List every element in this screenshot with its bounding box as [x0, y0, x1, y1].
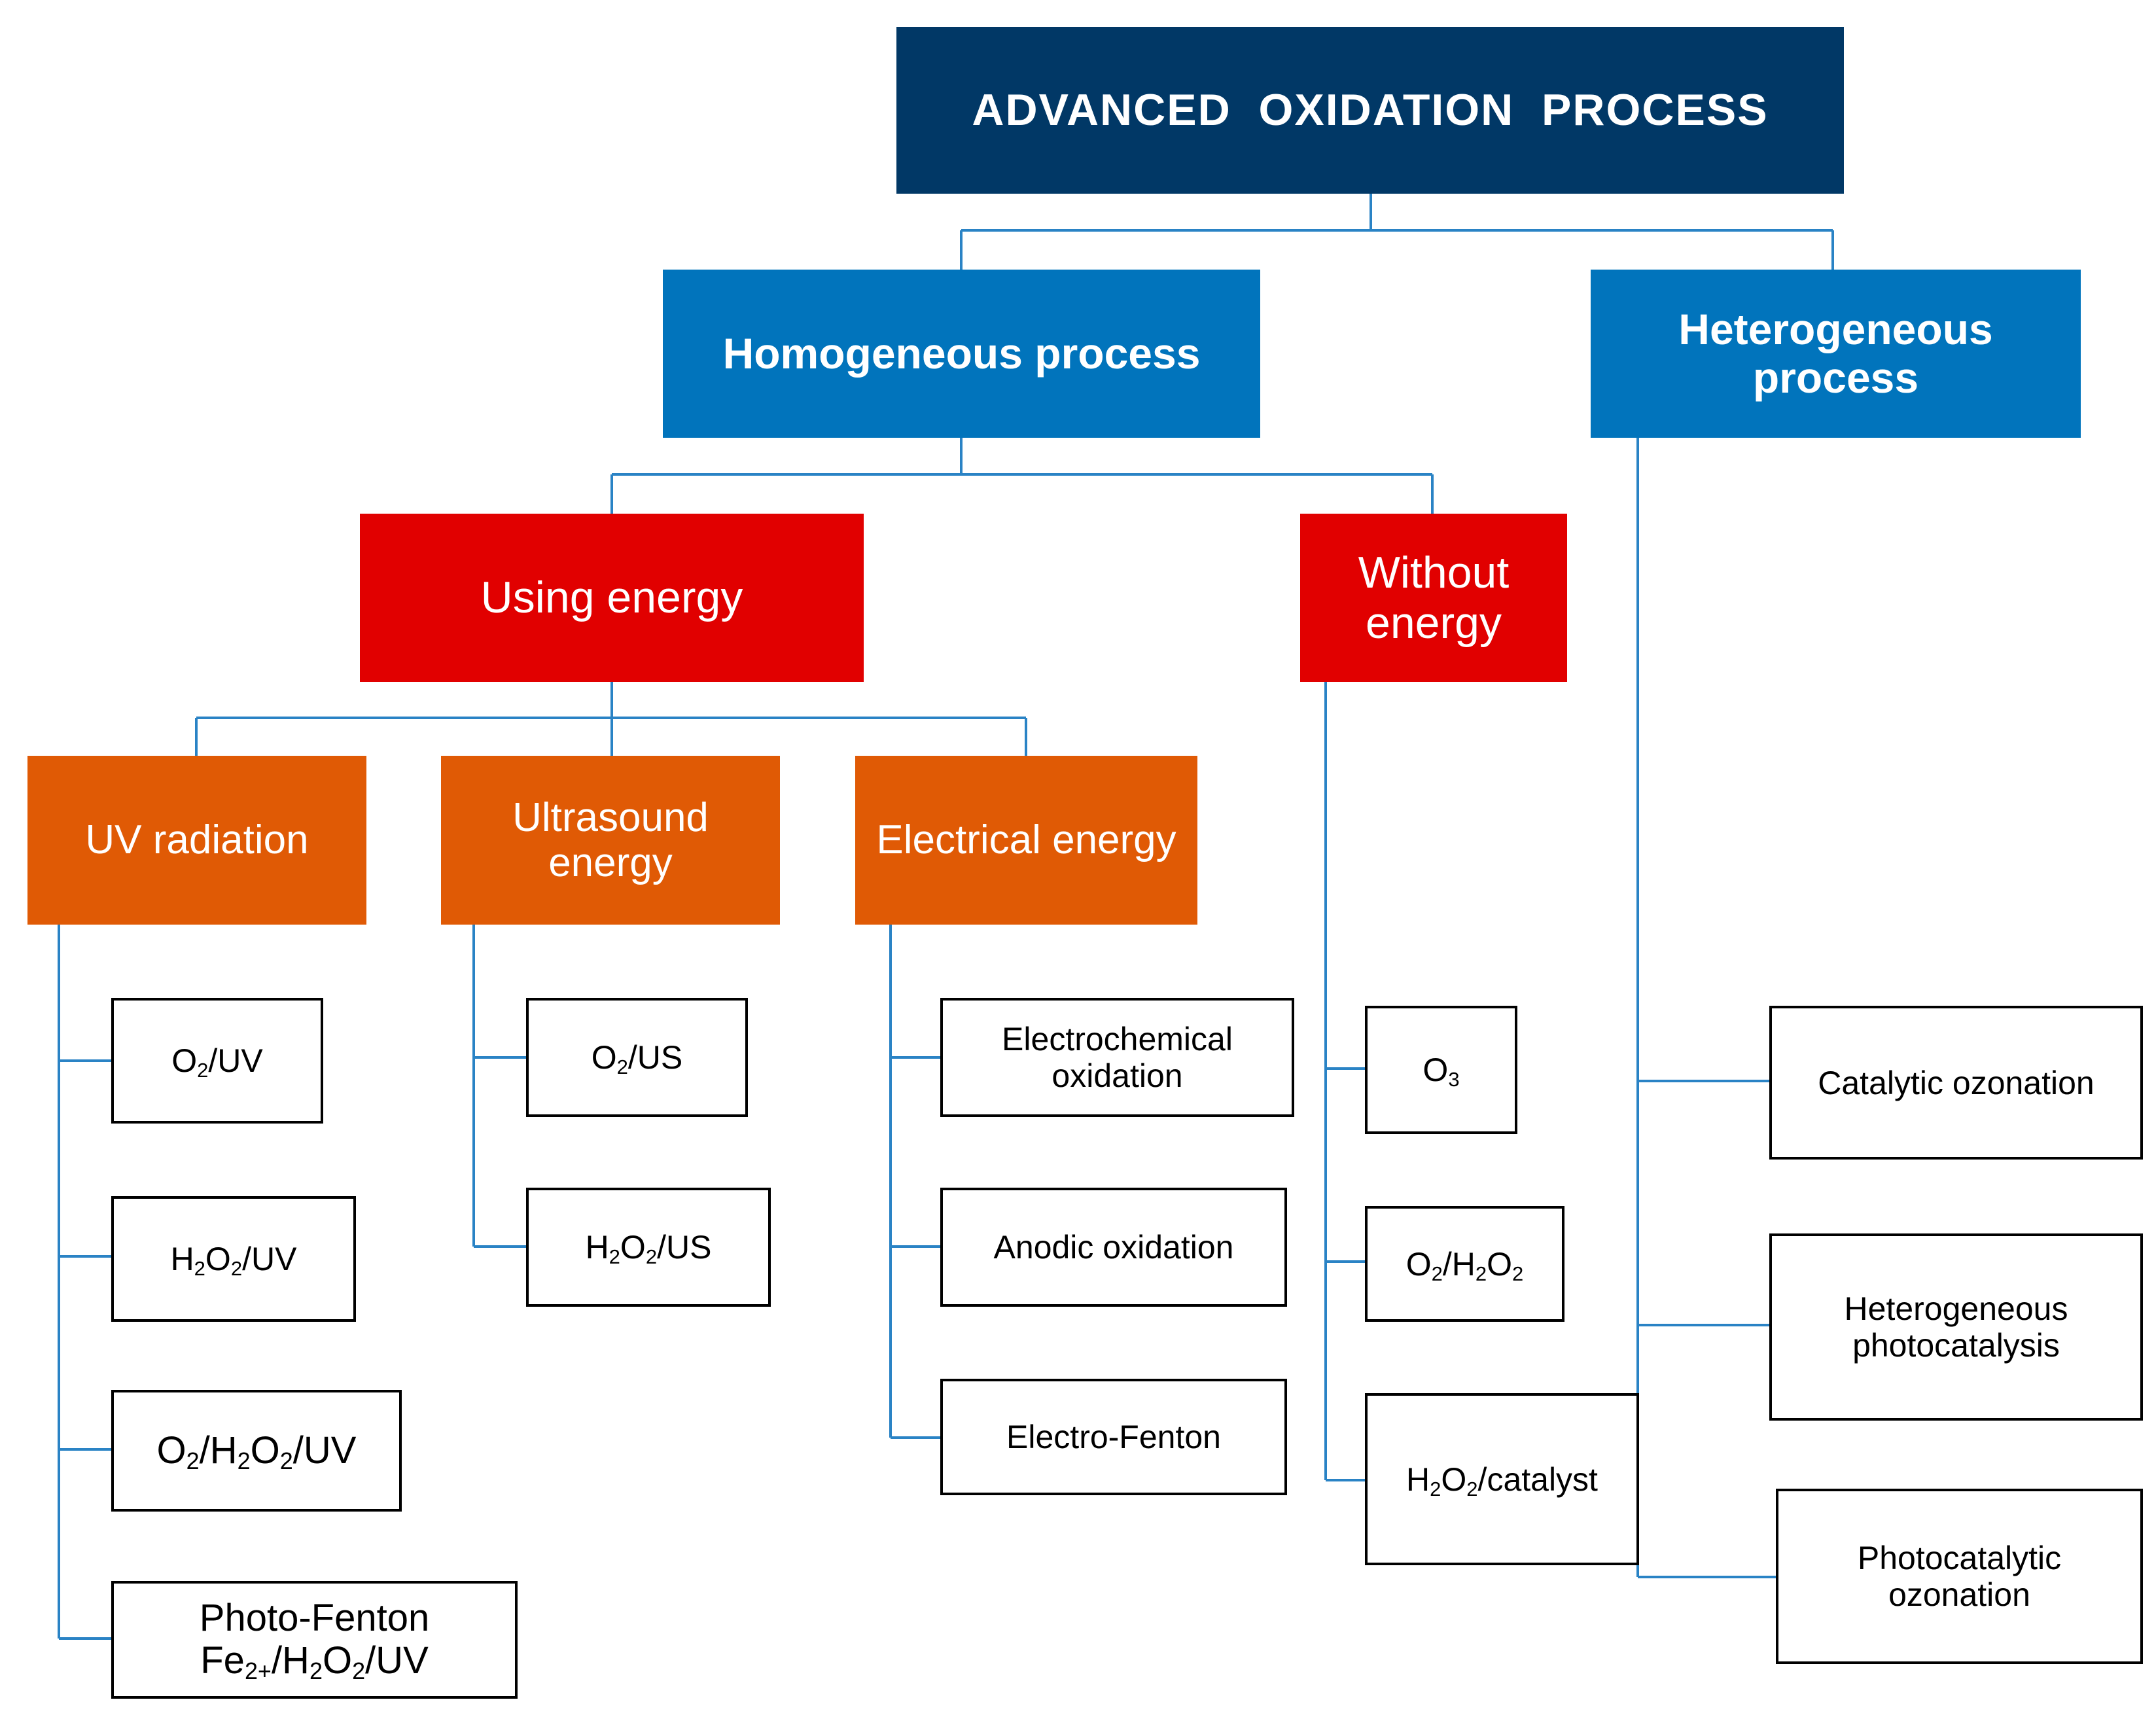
ultrasound-line1: Ultrasound	[512, 794, 709, 840]
o2-us-label: O2/US	[591, 1039, 683, 1078]
o2-uv-box: O2/UV	[111, 998, 323, 1124]
heterogeneous-photocatalysis-line2: photocatalysis	[1852, 1327, 2060, 1364]
h2o2-uv-label: H2O2/UV	[170, 1241, 297, 1280]
h2o2-catalyst-label: H2O2/catalyst	[1406, 1461, 1598, 1500]
electrical-energy-box: Electrical energy	[855, 756, 1197, 925]
anodic-oxidation-label: Anodic oxidation	[993, 1229, 1234, 1266]
o2-h2o2-uv-box: O2/H2O2/UV	[111, 1390, 402, 1512]
electro-fenton-box: Electro-Fenton	[940, 1379, 1287, 1495]
heterogeneous-process-box: Heterogeneous process	[1591, 270, 2081, 438]
without-energy-line1: Without	[1358, 548, 1510, 598]
electrochemical-oxidation-box: Electrochemical oxidation	[940, 998, 1294, 1117]
h2o2-catalyst-box: H2O2/catalyst	[1365, 1393, 1639, 1565]
electrochemical-line1: Electrochemical	[1002, 1021, 1233, 1057]
photocatalytic-ozonation-line1: Photocatalytic	[1857, 1540, 2062, 1576]
heterogeneous-line1: Heterogeneous	[1678, 304, 1993, 353]
homogeneous-process-box: Homogeneous process	[663, 270, 1260, 438]
using-energy-label: Using energy	[480, 573, 743, 623]
photocatalytic-ozonation-box: Photocatalytic ozonation	[1776, 1489, 2143, 1664]
ultrasound-energy-box: Ultrasound energy	[441, 756, 780, 925]
root-label: ADVANCED OXIDATION PROCESS	[972, 85, 1769, 135]
o2-h2o2-label: O2/H2O2	[1405, 1245, 1524, 1285]
heterogeneous-photocatalysis-line1: Heterogeneous	[1844, 1290, 2068, 1327]
o3-box: O3	[1365, 1006, 1517, 1134]
electrochemical-line2: oxidation	[1051, 1057, 1183, 1094]
catalytic-ozonation-box: Catalytic ozonation	[1769, 1006, 2143, 1160]
o2-h2o2-uv-label: O2/H2O2/UV	[156, 1428, 357, 1474]
electro-fenton-label: Electro-Fenton	[1006, 1419, 1221, 1455]
uv-radiation-label: UV radiation	[85, 817, 309, 863]
anodic-oxidation-box: Anodic oxidation	[940, 1188, 1287, 1307]
photo-fenton-line2: Fe2+/H2O2/UV	[200, 1639, 429, 1684]
homogeneous-label: Homogeneous process	[722, 328, 1201, 378]
ultrasound-line2: energy	[548, 840, 673, 885]
without-energy-box: Without energy	[1300, 514, 1567, 682]
o2-us-box: O2/US	[526, 998, 748, 1117]
o3-label: O3	[1423, 1052, 1460, 1091]
uv-radiation-box: UV radiation	[27, 756, 366, 925]
heterogeneous-photocatalysis-box: Heterogeneous photocatalysis	[1769, 1233, 2143, 1421]
h2o2-us-label: H2O2/US	[585, 1229, 712, 1268]
catalytic-ozonation-label: Catalytic ozonation	[1818, 1064, 2094, 1101]
o2-h2o2-box: O2/H2O2	[1365, 1206, 1564, 1322]
h2o2-us-box: H2O2/US	[526, 1188, 771, 1307]
o2-uv-label: O2/UV	[171, 1042, 263, 1082]
advanced-oxidation-process-box: ADVANCED OXIDATION PROCESS	[896, 27, 1844, 194]
h2o2-uv-box: H2O2/UV	[111, 1196, 356, 1322]
without-energy-line2: energy	[1366, 597, 1502, 648]
electrical-energy-label: Electrical energy	[876, 817, 1176, 863]
using-energy-box: Using energy	[360, 514, 864, 682]
photo-fenton-box: Photo-Fenton Fe2+/H2O2/UV	[111, 1581, 518, 1699]
heterogeneous-line2: process	[1752, 353, 1919, 402]
photocatalytic-ozonation-line2: ozonation	[1888, 1576, 2030, 1613]
photo-fenton-line1: Photo-Fenton	[199, 1597, 430, 1640]
